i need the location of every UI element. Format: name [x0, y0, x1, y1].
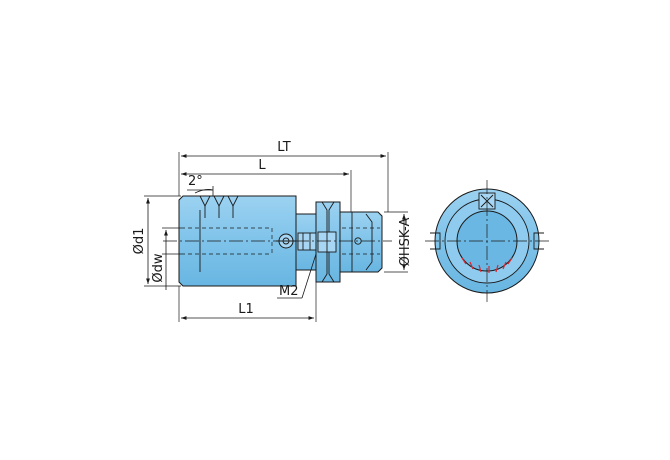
dimensions: LT L 2° Ød1 Ødw ØHSK-A M2 L1	[132, 140, 413, 322]
dim-angle-label: 2°	[188, 174, 203, 189]
inner-bore	[181, 210, 273, 272]
dim-hsk-label: ØHSK-A	[398, 218, 413, 267]
coolant-marks	[461, 257, 513, 273]
body-grooves	[199, 195, 239, 218]
dim-dw-label: Ødw	[151, 253, 166, 282]
dim-lt-label: LT	[277, 140, 290, 155]
dim-d1-label: Ød1	[132, 228, 147, 255]
front-view	[425, 180, 550, 302]
dim-l1-label: L1	[238, 302, 254, 317]
dim-l-label: L	[258, 158, 266, 173]
dim-m2-label: M2	[279, 284, 299, 299]
side-view	[163, 195, 392, 287]
